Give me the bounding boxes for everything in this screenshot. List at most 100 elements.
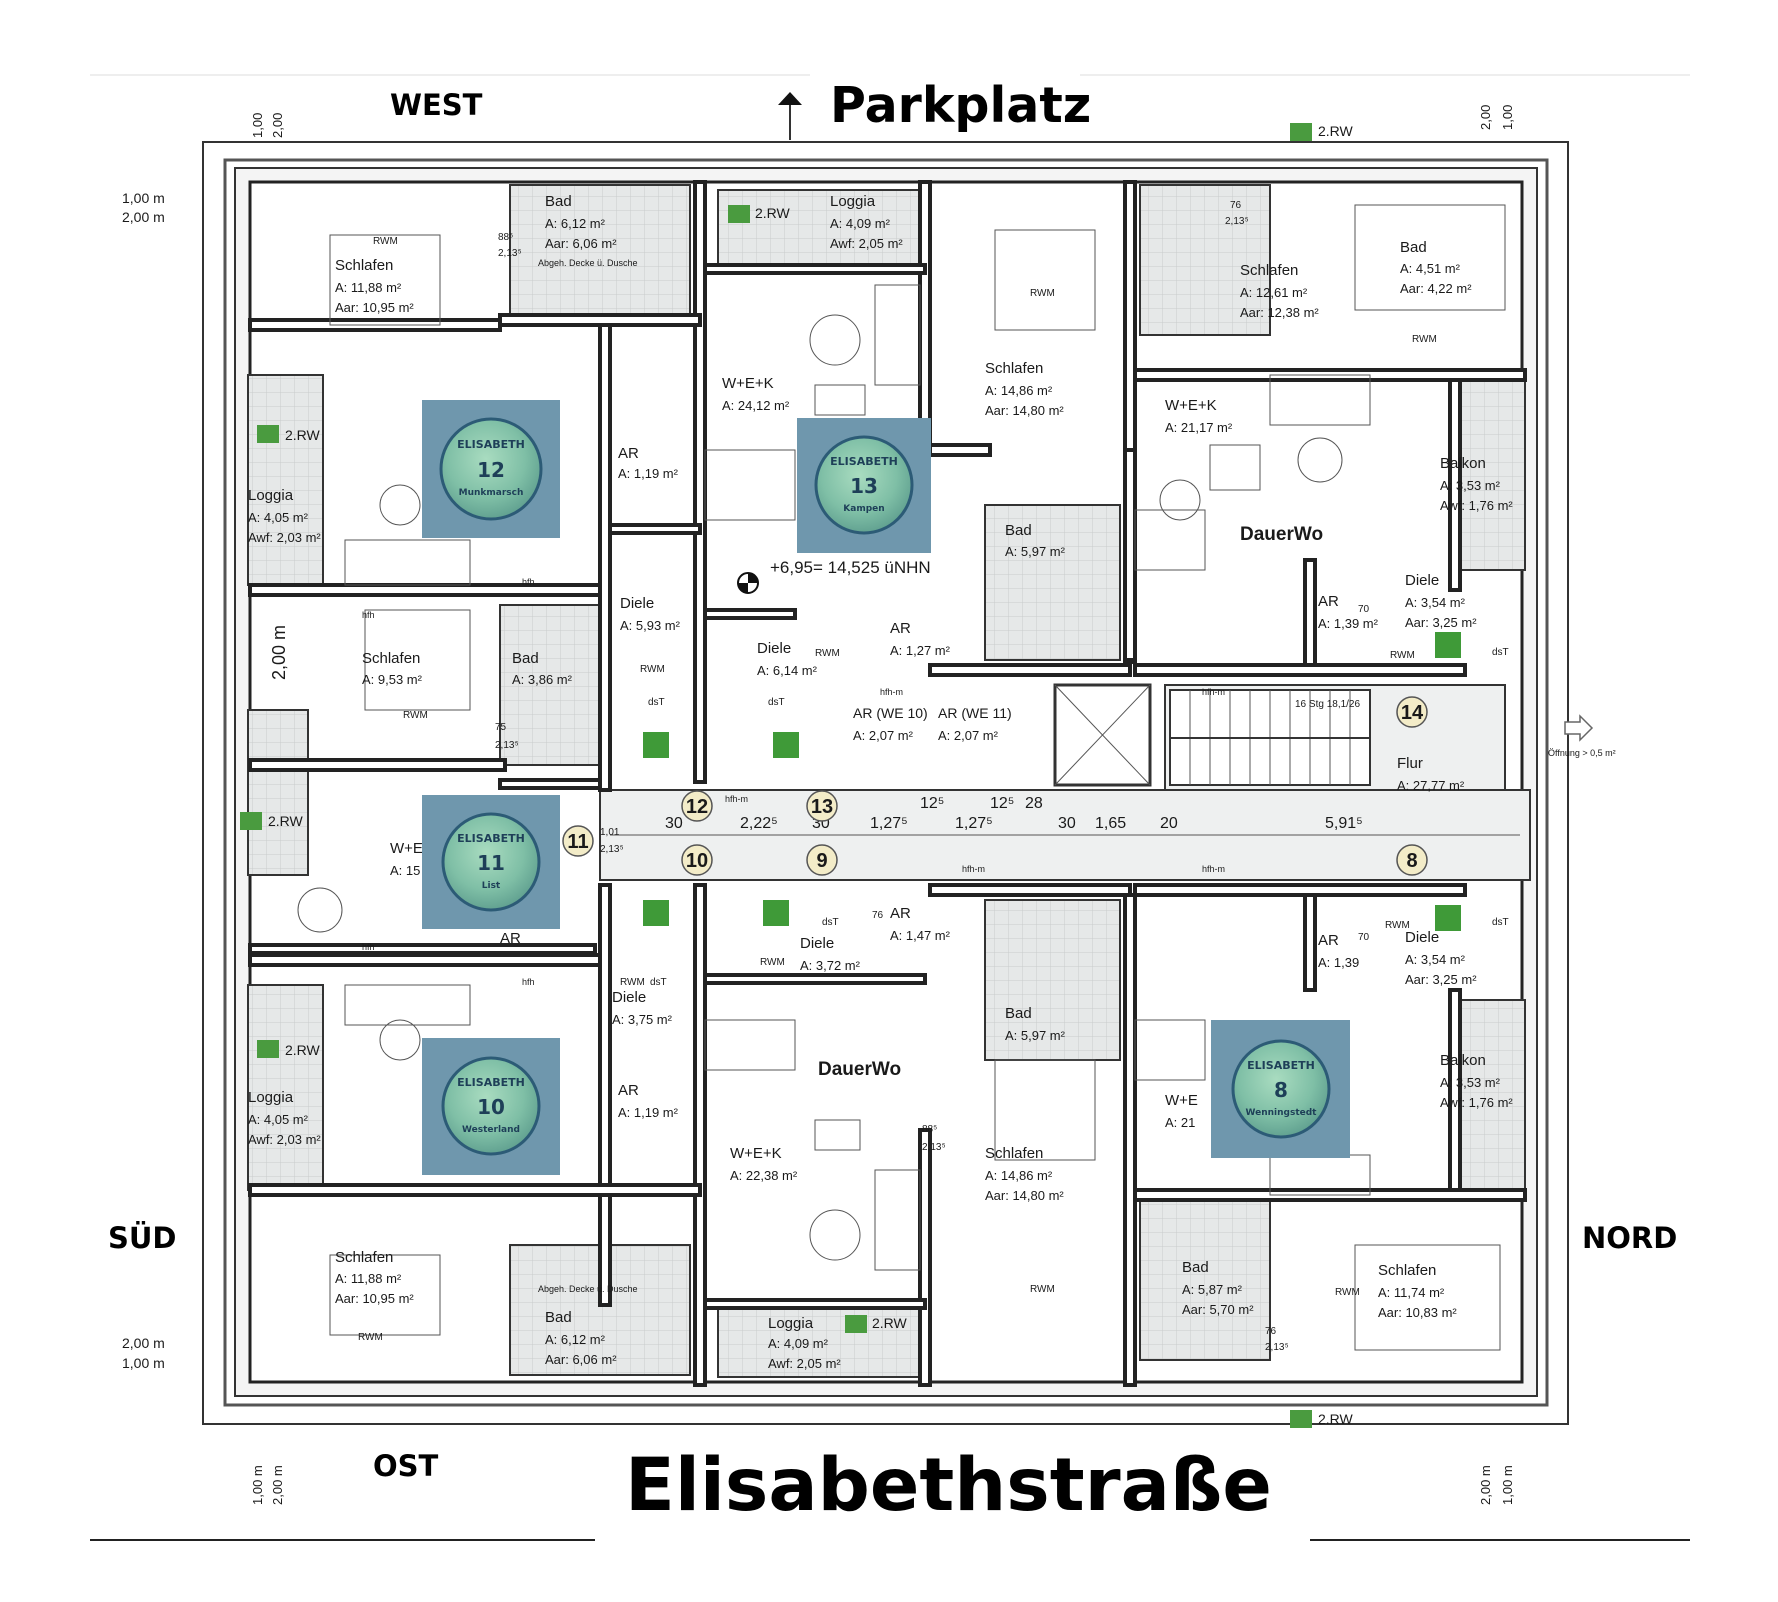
flur-name: Flur xyxy=(1397,755,1423,772)
level-marker-icon xyxy=(737,572,759,594)
rwm-11: RWM xyxy=(358,1332,383,1343)
exit-arrow-icons xyxy=(643,632,1461,931)
badge-8-brand: ELISABETH xyxy=(1247,1059,1315,1072)
diele-8-aar: Aar: 3,25 m² xyxy=(1405,972,1477,987)
cdim-12: 5,91⁵ xyxy=(1325,815,1363,832)
diele-dw-a: A: 3,54 m² xyxy=(1405,595,1466,610)
rwm-4: RWM xyxy=(815,648,840,659)
badge-13-number: 13 xyxy=(850,474,878,498)
margin-dim-tr-1: 1,00 xyxy=(1500,105,1515,130)
badge-apartment-13[interactable]: ELISABETH 13 Kampen xyxy=(797,418,931,553)
ar-12-a: A: 1,19 m² xyxy=(618,466,679,481)
ar-9-a: A: 1,47 m² xyxy=(890,928,951,943)
elevator-cross-2 xyxy=(1054,684,1151,786)
diele-12-a: A: 5,93 m² xyxy=(620,618,681,633)
badge-10-number: 10 xyxy=(477,1095,505,1119)
diele-9-name: Diele xyxy=(800,935,834,952)
schlafen-11-a: A: 9,53 m² xyxy=(362,672,423,687)
balkon-8-floor xyxy=(1449,999,1526,1196)
margin-dim-top-2: 2,00 m xyxy=(122,209,165,225)
oeffnung-label: Öffnung > 0,5 m² xyxy=(1548,748,1616,758)
diele-13-name: Diele xyxy=(757,640,791,657)
badge-11-number: 11 xyxy=(477,851,505,875)
dusche-10: Abgeh. Decke ü. Dusche xyxy=(538,1284,638,1294)
badge-8-number: 8 xyxy=(1274,1078,1288,1102)
ddim-213-4: 2,13⁵ xyxy=(600,844,624,855)
diele-8-name: Diele xyxy=(1405,929,1439,946)
bad-dw-floor xyxy=(1139,184,1271,336)
schlafen-10-name: Schlafen xyxy=(335,1249,393,1266)
ddim-213-3: 2,13⁵ xyxy=(495,740,519,751)
cdim-2: 2,22⁵ xyxy=(740,815,778,832)
badge-11-brand: ELISABETH xyxy=(457,832,525,845)
diele-dw-aar: Aar: 3,25 m² xyxy=(1405,615,1477,630)
ar-8-a: A: 1,39 xyxy=(1318,955,1359,970)
we-8-a: A: 21 xyxy=(1165,1115,1195,1130)
wek-9-name: W+E+K xyxy=(730,1145,782,1162)
schlafen-12-name: Schlafen xyxy=(335,257,393,274)
ddim-101-1: 1,01 xyxy=(600,827,620,838)
ar-10-name: AR xyxy=(618,1082,639,1099)
badge-apartment-10[interactable]: ELISABETH 10 Westerland xyxy=(422,1038,560,1175)
ddim-76-3: 76 xyxy=(1265,1326,1277,1337)
dauerwo-top: DauerWo xyxy=(1240,524,1323,545)
door-number-11: 11 xyxy=(567,831,588,853)
stair-label: 16 Stg 18,1/26 xyxy=(1295,699,1360,710)
ar-we11-a: A: 2,07 m² xyxy=(938,728,999,743)
cdim-6: 1,27⁵ xyxy=(955,815,993,832)
loggia-13-name: Loggia xyxy=(830,193,876,210)
loggia-10-a: A: 4,05 m² xyxy=(248,1112,309,1127)
diele-10-a: A: 3,75 m² xyxy=(612,1012,673,1027)
dusche-12: Abgeh. Decke ü. Dusche xyxy=(538,258,638,268)
loggia-13-awf: Awf: 2,05 m² xyxy=(830,236,903,251)
compass-ost: OST xyxy=(373,1449,439,1483)
dst-2: dsT xyxy=(768,697,785,708)
ddim-213-5: 2,13⁵ xyxy=(1265,1342,1289,1353)
badge-apartment-12[interactable]: ELISABETH 12 Munkmarsch xyxy=(422,400,560,538)
loggia-10-awf: Awf: 2,03 m² xyxy=(248,1132,321,1147)
dst-4: dsT xyxy=(822,917,839,928)
cdim-1: 30 xyxy=(665,815,683,832)
schlafen-ne-aar: Aar: 14,80 m² xyxy=(985,403,1064,418)
bad-se-floor xyxy=(984,899,1121,1061)
bad-se-name: Bad xyxy=(1005,1005,1032,1022)
rwm-5: RWM xyxy=(1030,288,1055,299)
ddim-885-2: 88⁵ xyxy=(922,1124,937,1135)
diele-13-a: A: 6,14 m² xyxy=(757,663,818,678)
loggia-9-a: A: 4,09 m² xyxy=(768,1336,829,1351)
door-number-8: 8 xyxy=(1406,850,1417,872)
ar-dw-name: AR xyxy=(1318,593,1339,610)
ddim-213-1: 2,13⁵ xyxy=(498,248,522,259)
ddim-70-2: 70 xyxy=(1358,932,1370,943)
wek-13-name: W+E+K xyxy=(722,375,774,392)
dst-6: dsT xyxy=(1492,917,1509,928)
ar-8-name: AR xyxy=(1318,932,1339,949)
badge-12-number: 12 xyxy=(477,458,505,482)
flur-a: A: 27,77 m² xyxy=(1397,778,1465,793)
badge-13-name: Kampen xyxy=(843,504,884,514)
we-8-name: W+E xyxy=(1165,1092,1198,1109)
badge-12-brand: ELISABETH xyxy=(457,438,525,451)
compass-nord: NORD xyxy=(1582,1221,1677,1255)
dim-vertical-11: 2,00 m xyxy=(269,625,289,680)
door-number-10: 10 xyxy=(686,850,708,872)
margin-dim-br-1: 1,00 m xyxy=(1500,1465,1515,1505)
loggia-10-name: Loggia xyxy=(248,1089,294,1106)
schlafen-se-name: Schlafen xyxy=(985,1145,1043,1162)
margin-dim-tl-1: 1,00 xyxy=(250,113,265,138)
diele-9-a: A: 3,72 m² xyxy=(800,958,861,973)
schlafen-ne-name: Schlafen xyxy=(985,360,1043,377)
door-number-12: 12 xyxy=(686,796,708,818)
furniture xyxy=(297,204,1506,1351)
rw-label-6: 2.RW xyxy=(872,1315,908,1331)
rwm-2: RWM xyxy=(403,710,428,721)
bad-dw-aar: Aar: 4,22 m² xyxy=(1400,281,1472,296)
schlafen-8-name: Schlafen xyxy=(1378,1262,1436,1279)
facade-line xyxy=(223,158,1549,1407)
bad-ne-a: A: 5,97 m² xyxy=(1005,544,1066,559)
rwm-12: RWM xyxy=(1030,1284,1055,1295)
badge-apartment-8[interactable]: ELISABETH 8 Wenningstedt xyxy=(1211,1020,1350,1158)
cdim-11: 20 xyxy=(1160,815,1178,832)
bad-se-a: A: 5,97 m² xyxy=(1005,1028,1066,1043)
badge-apartment-11[interactable]: ELISABETH 11 List xyxy=(422,795,560,929)
